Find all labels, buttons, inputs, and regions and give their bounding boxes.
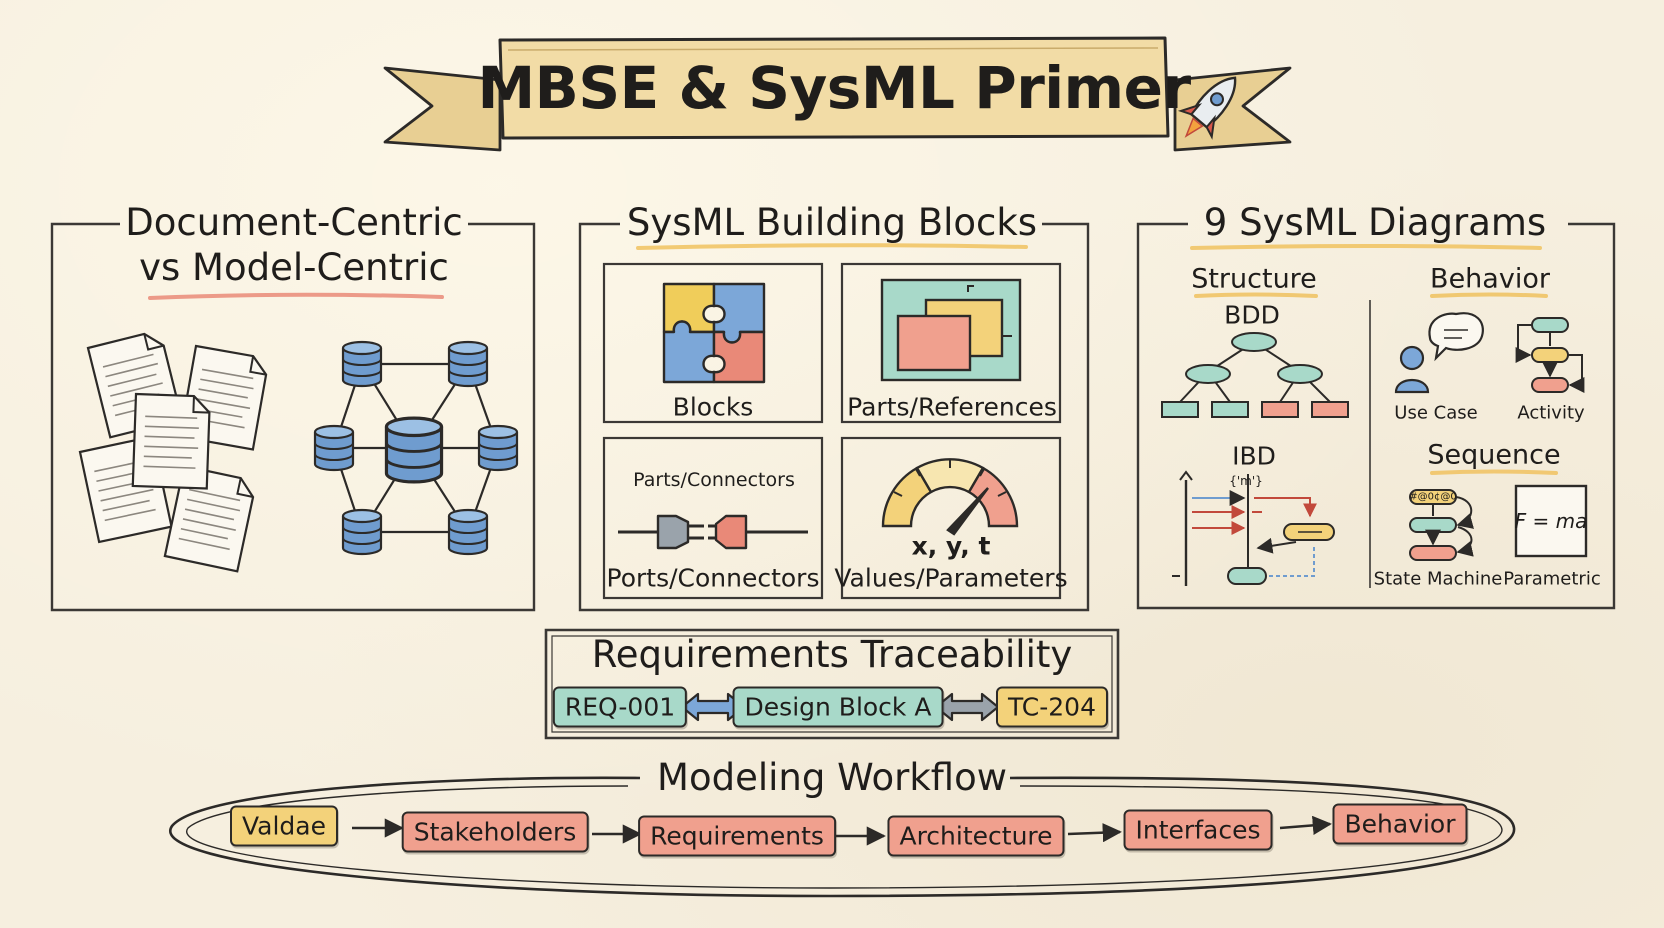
gauge-icon — [881, 458, 1019, 536]
database-network — [313, 340, 519, 556]
workflow-arrows — [352, 815, 1332, 846]
building-blocks-title: SysML Building Blocks — [626, 201, 1038, 244]
doc-vs-model-title-line2: vs Model-Centric — [139, 246, 449, 289]
page-title: MBSE & SysML Primer — [477, 54, 1191, 122]
parts-references-label: Parts/References — [847, 392, 1057, 422]
structure-heading: Structure — [1191, 263, 1317, 295]
sequence-heading: Sequence — [1427, 439, 1561, 471]
activity-icon — [1515, 317, 1585, 393]
bdd-label: BDD — [1224, 300, 1280, 330]
values-parameters-label: Values/Parameters — [834, 563, 1068, 593]
parts-connectors-label: Parts/Connectors — [633, 469, 795, 491]
workflow-step-3: Requirements — [638, 815, 836, 857]
puzzle-icon — [662, 282, 766, 384]
traceability-arrows — [680, 692, 1000, 722]
use-case-icon — [1394, 312, 1484, 394]
workflow-step-2: Stakeholders — [401, 811, 589, 853]
state-machine-tag: #@0¢@0 — [1409, 491, 1457, 503]
trace-item-req: REQ-001 — [552, 686, 688, 728]
doc-vs-model-title-line1: Document-Centric — [125, 201, 463, 244]
trace-item-test-case: TC-204 — [995, 686, 1109, 728]
traceability-title: Requirements Traceability — [591, 633, 1073, 676]
parametric-formula: F = ma — [1514, 509, 1588, 533]
ports-connectors-label: Ports/Connectors — [606, 563, 820, 593]
values-variables-label: x, y, t — [911, 531, 991, 561]
workflow-step-5: Interfaces — [1123, 809, 1273, 851]
parts-references-icon — [880, 278, 1022, 382]
workflow-step-6: Behavior — [1332, 803, 1468, 845]
ibd-tag: {'m'} — [1229, 474, 1263, 488]
workflow-step-4: Architecture — [887, 815, 1065, 857]
rocket-icon — [1177, 76, 1237, 140]
building-blocks-grid — [602, 262, 1062, 600]
use-case-label: Use Case — [1394, 402, 1478, 424]
parametric-box — [1514, 484, 1588, 558]
parametric-label: Parametric — [1503, 568, 1601, 590]
state-machine-label: State Machine — [1373, 568, 1503, 590]
title-underlines — [148, 243, 1558, 475]
trace-item-design-block: Design Block A — [732, 686, 944, 728]
title-banner — [383, 36, 1292, 152]
blocks-label: Blocks — [672, 392, 754, 422]
activity-label: Activity — [1517, 402, 1585, 424]
diagrams-title: 9 SysML Diagrams — [1203, 201, 1547, 244]
behavior-heading: Behavior — [1430, 263, 1550, 295]
workflow-step-1: Valdae — [230, 805, 338, 847]
workflow-title: Modeling Workflow — [657, 756, 1007, 799]
panel-frames — [50, 222, 1616, 740]
document-stack — [78, 328, 270, 573]
plug-connectors-icon — [618, 514, 808, 550]
ibd-drawing — [1172, 470, 1335, 586]
bdd-tree — [1161, 332, 1349, 418]
state-machine-icon — [1409, 489, 1475, 561]
ibd-label: IBD — [1232, 441, 1276, 471]
